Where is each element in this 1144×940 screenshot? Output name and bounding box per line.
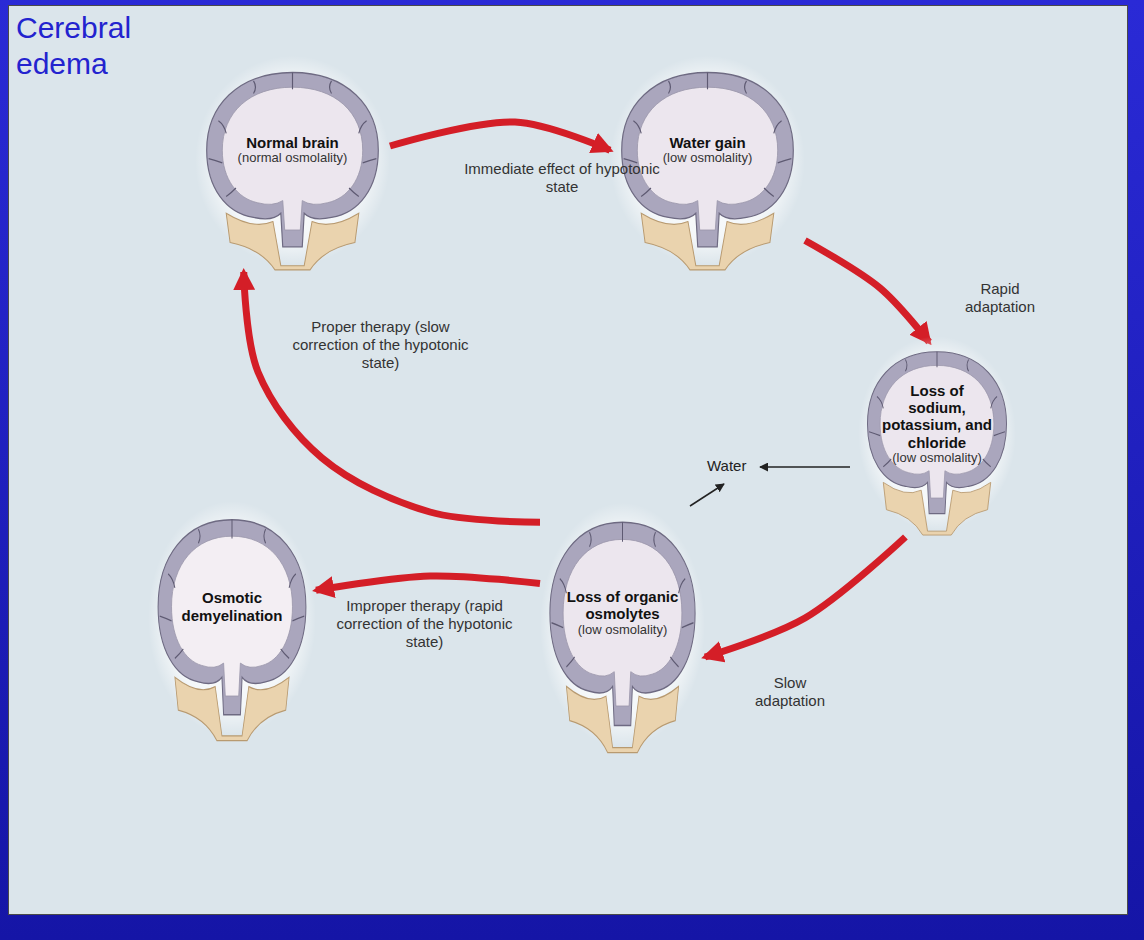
process-arrow [390, 122, 610, 150]
process-arrow [316, 576, 540, 590]
edge-label: Proper therapy (slow correction of the h… [288, 318, 473, 372]
brain-section: Osmotic demyelination [148, 508, 316, 743]
stage-name: Loss of sodium, potassium, and chloride [882, 382, 993, 451]
process-arrow [805, 241, 929, 343]
edge-label: Immediate effect of hypotonic state [462, 160, 662, 196]
stage-name: Loss of organic osmolytes [565, 588, 681, 623]
stage-name: Normal brain [246, 134, 339, 151]
brain-section: Loss of sodium, potassium, and chloride(… [858, 342, 1016, 537]
water-label: Water [707, 457, 746, 475]
figure-title: Cerebral edema [16, 10, 196, 82]
stage-name: Osmotic demyelination [173, 589, 291, 624]
osmolality-note: (low osmolality) [578, 623, 668, 638]
water-arrow [690, 484, 724, 506]
brain-illustration [195, 62, 390, 272]
edge-label: Improper therapy (rapid correction of th… [322, 597, 527, 651]
stage-name: Water gain [669, 134, 745, 151]
process-arrow [244, 272, 540, 522]
water-arrow [760, 466, 850, 468]
brain-section: Normal brain(normal osmolality) [195, 62, 390, 272]
osmolality-note: (normal osmolality) [238, 151, 348, 166]
osmolality-note: (low osmolality) [663, 151, 753, 166]
process-arrow [705, 537, 905, 657]
osmolality-note: (low osmolality) [892, 451, 982, 466]
edge-label: Rapid adaptation [950, 280, 1050, 316]
brain-section: Loss of organic osmolytes(low osmolality… [540, 510, 705, 755]
edge-label: Slow adaptation [745, 674, 835, 710]
brain-illustration [148, 508, 316, 743]
